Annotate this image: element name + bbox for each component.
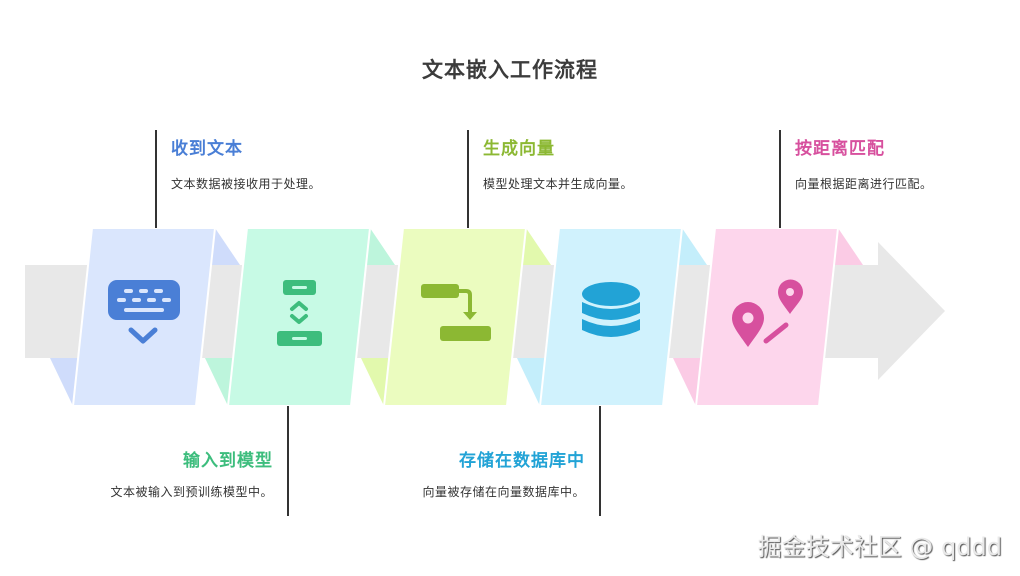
step-5-label: 按距离匹配 向量根据距离进行匹配。 <box>795 134 995 193</box>
step-1-heading: 收到文本 <box>171 139 243 159</box>
process-flow-icon <box>421 284 491 341</box>
distance-pins-icon <box>732 279 803 347</box>
step-4-description: 向量被存储在向量数据库中。 <box>422 485 585 499</box>
step-3-heading: 生成向量 <box>483 139 555 159</box>
step-1-label: 收到文本 文本数据被接收用于处理。 <box>171 134 371 193</box>
step-2-panel <box>205 227 395 407</box>
step-1-panel <box>50 227 240 407</box>
step-5-panel <box>673 227 863 407</box>
step-2-label: 输入到模型 文本被输入到预训练模型中。 <box>103 446 273 501</box>
step-3-label: 生成向量 模型处理文本并生成向量。 <box>483 134 683 193</box>
step-1-description: 文本数据被接收用于处理。 <box>171 177 322 191</box>
step-5-description: 向量根据距离进行匹配。 <box>795 177 933 191</box>
keyboard-input-icon <box>108 280 180 344</box>
diagram-title: 文本嵌入工作流程 <box>422 57 598 82</box>
step-4-heading: 存储在数据库中 <box>459 451 585 471</box>
input-transfer-icon <box>277 280 322 346</box>
database-icon <box>582 282 640 337</box>
step-5-heading: 按距离匹配 <box>795 139 885 159</box>
step-4-panel <box>517 227 707 407</box>
step-2-description: 文本被输入到预训练模型中。 <box>110 485 273 499</box>
watermark: 掘金技术社区 @ qddd <box>757 533 1002 561</box>
step-3-description: 模型处理文本并生成向量。 <box>483 177 634 191</box>
step-3-panel <box>361 227 551 407</box>
step-4-label: 存储在数据库中 向量被存储在向量数据库中。 <box>415 446 585 501</box>
step-2-heading: 输入到模型 <box>183 451 273 471</box>
